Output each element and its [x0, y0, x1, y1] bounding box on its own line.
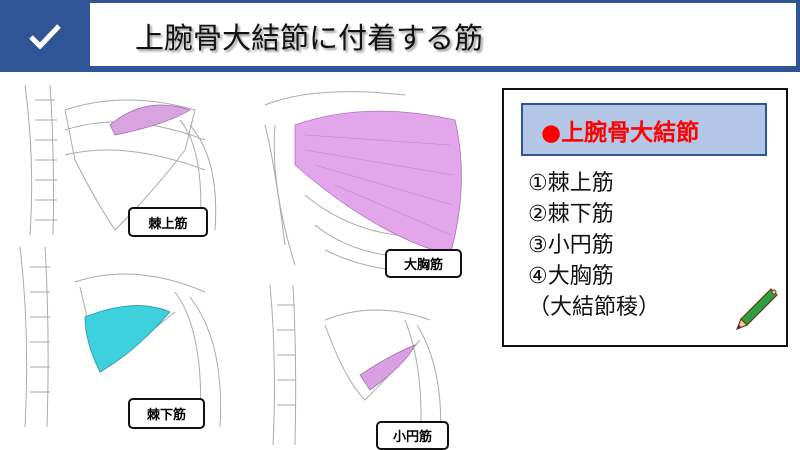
header-bar: 上腕骨大結節に付着する筋 — [0, 0, 800, 72]
list-item: ④大胸筋 — [528, 264, 614, 289]
label-infraspinatus: 棘下筋 — [128, 398, 205, 429]
list-item: ②棘下筋 — [528, 202, 614, 227]
label-teres-minor: 小円筋 — [376, 421, 449, 450]
summary-panel: ●上腕骨大結節 ①棘上筋 ②棘下筋 ③小円筋 ④大胸筋 （大結節稜） — [502, 88, 788, 347]
list-item: ①棘上筋 — [528, 171, 614, 196]
panel-heading: ●上腕骨大結節 — [521, 103, 767, 156]
label-supraspinatus: 棘上筋 — [128, 207, 208, 237]
pencil-icon — [735, 288, 778, 331]
teres-minor-illustration — [269, 284, 442, 446]
muscle-list: ①棘上筋 ②棘下筋 ③小円筋 ④大胸筋 （大結節稜） — [528, 168, 660, 323]
checkmark-icon — [0, 0, 90, 72]
supraspinatus-illustration — [24, 84, 217, 236]
page-title: 上腕骨大結節に付着する筋 — [135, 21, 484, 55]
list-item: ③小円筋 — [528, 233, 614, 258]
pectoralis-major-illustration — [264, 91, 462, 270]
list-item: （大結節稜） — [528, 295, 661, 320]
label-pectoralis-major: 大胸筋 — [385, 249, 462, 278]
title-box: 上腕骨大結節に付着する筋 — [90, 3, 796, 66]
